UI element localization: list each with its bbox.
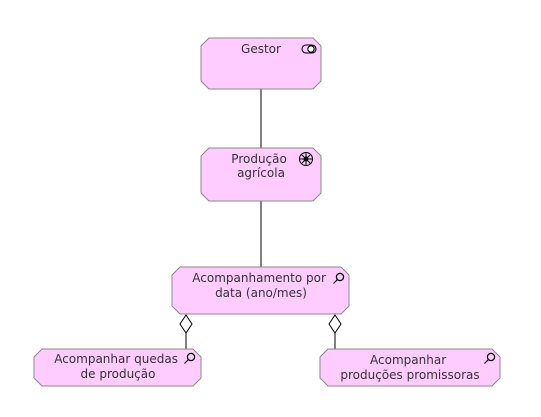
aggregation-acompanhamento-promissoras [328, 314, 342, 349]
svg-text:Acompanhamento por data: Acompanhamento por data (ano/mes) [192, 271, 329, 300]
node-acompanhamento-line-1: Acompanhamento por [192, 271, 326, 285]
node-acompanhamento-line-2: data (ano/mes) [215, 286, 307, 300]
business-function-icon [299, 152, 313, 166]
node-acompanhar-promissoras[interactable]: Acompanhar produções promissoras [319, 348, 501, 387]
aggregation-acompanhamento-quedas [179, 314, 193, 349]
aggregation-diamond [328, 314, 342, 334]
node-acompanhar-quedas[interactable]: Acompanhar quedas de produção [33, 348, 202, 387]
svg-text:Acompanhar produções pro: Acompanhar produções promissoras [340, 353, 479, 382]
business-role-icon [301, 44, 317, 54]
node-gestor-line-1: Gestor [241, 42, 281, 56]
node-producao-line-2: agrícola [237, 166, 285, 180]
svg-text:Produção agrícola: Produção agrícola [231, 152, 290, 180]
svg-text:Gestor: Gestor [241, 42, 281, 56]
node-quedas-line-2: de produção [81, 367, 156, 381]
node-gestor[interactable]: Gestor [200, 37, 322, 90]
assessment-icon [484, 352, 496, 364]
assessment-icon [184, 352, 196, 364]
node-quedas-line-1: Acompanhar quedas [54, 352, 178, 366]
aggregation-diamond [179, 314, 193, 334]
node-producao-line-1: Produção [231, 152, 287, 166]
node-promissoras-line-1: Acompanhar [370, 353, 446, 367]
assessment-icon [333, 272, 345, 284]
node-acompanhamento[interactable]: Acompanhamento por data (ano/mes) [171, 266, 350, 315]
node-producao-agricola[interactable]: Produção agrícola [200, 147, 322, 202]
svg-text:Acompanhar quedas de pro: Acompanhar quedas de produção [54, 352, 182, 381]
node-promissoras-line-2: produções promissoras [340, 368, 479, 382]
